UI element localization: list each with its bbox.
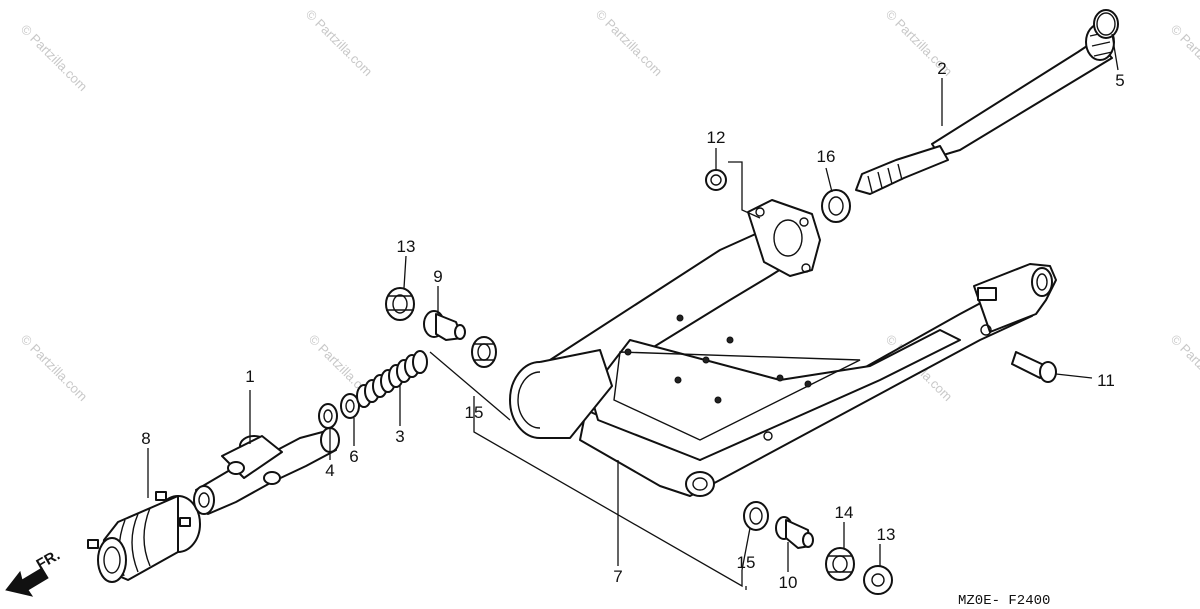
watermark: © Partzilla.com [593,7,666,80]
part-13-cap[interactable] [863,565,893,595]
part-13-nut[interactable] [385,287,415,321]
part-3-spring[interactable] [356,350,428,408]
part-5-snap-ring[interactable] [1093,9,1119,39]
callout-13-upper[interactable]: 13 [397,237,416,256]
callout-7[interactable]: 7 [613,567,622,586]
front-arrow-icon [5,567,49,597]
callout-1[interactable]: 1 [245,367,254,386]
front-direction-indicator: FR. [5,547,63,597]
part-16-oil-seal[interactable] [821,189,851,223]
callout-5[interactable]: 5 [1115,71,1124,90]
leader-lines [147,33,1119,590]
part-8-boot[interactable] [87,491,201,583]
callout-15-lower[interactable]: 15 [737,553,756,572]
watermark: © Partzilla.com [18,22,91,95]
callout-16[interactable]: 16 [817,147,836,166]
callout-11[interactable]: 11 [1097,371,1115,390]
callout-4[interactable]: 4 [325,461,334,480]
part-4-washer[interactable] [318,403,338,429]
part-7-swingarm[interactable] [509,199,1057,497]
callout-12[interactable]: 12 [707,128,726,147]
part-11-bolt[interactable] [1011,351,1057,383]
callout-2[interactable]: 2 [937,59,946,78]
part-1-universal-joint[interactable] [193,427,340,515]
callout-8[interactable]: 8 [141,429,150,448]
callout-10[interactable]: 10 [779,573,798,592]
part-6-washer[interactable] [340,393,360,419]
callouts: 1 2 3 4 5 6 7 8 9 10 11 12 13 13 14 15 1… [141,59,1124,592]
callout-15-upper[interactable]: 15 [465,403,484,422]
part-14-lock-nut[interactable] [825,547,855,581]
front-arrow-label: FR. [34,547,63,574]
watermark: © Partzilla.com [1168,332,1200,405]
watermark: © Partzilla.com [18,332,91,405]
part-15-bearing-lower[interactable] [743,501,769,531]
part-15-bearing[interactable] [471,336,497,368]
watermark: © Partzilla.com [303,7,376,80]
callout-14[interactable]: 14 [835,503,854,522]
callout-6[interactable]: 6 [349,447,358,466]
part-10-pivot-bolt[interactable] [775,516,814,549]
part-12-nut[interactable] [705,169,727,191]
callout-9[interactable]: 9 [433,267,442,286]
part-9-pivot-bolt[interactable] [423,310,466,341]
drawing-code: MZ0E- F2400 [958,593,1050,609]
callout-13-lower[interactable]: 13 [877,525,896,544]
callout-3[interactable]: 3 [395,427,404,446]
part-2-drive-shaft[interactable] [855,23,1115,195]
watermark: © Partzilla.com [1168,22,1200,95]
